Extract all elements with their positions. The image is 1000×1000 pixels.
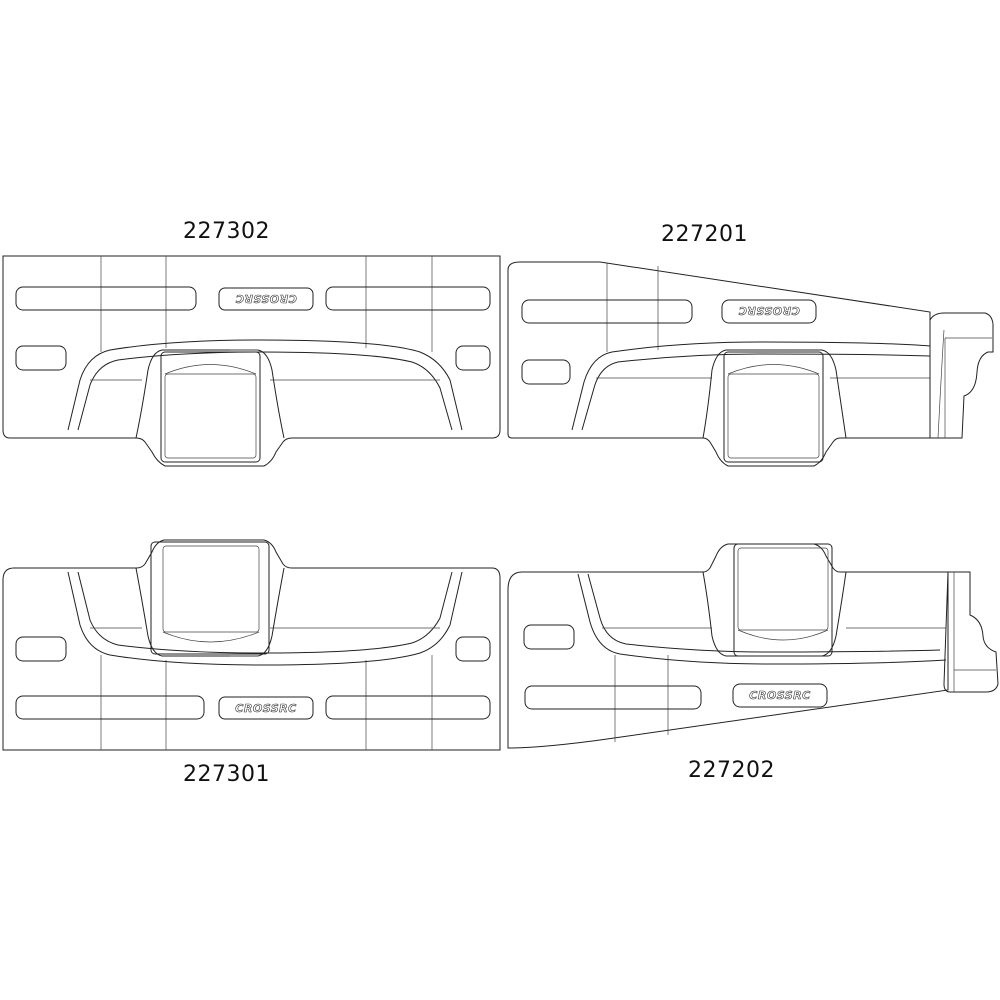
crossrc-logo: CROSSRC: [738, 304, 799, 317]
crossrc-logo: CROSSRC: [235, 292, 296, 305]
part-number-227302: 227302: [183, 219, 270, 244]
crossrc-logo: CROSSRC: [235, 702, 296, 715]
part-227301-drawing: CROSSRC: [2, 539, 501, 751]
crossrc-logo: CROSSRC: [749, 689, 810, 702]
part-number-227201: 227201: [661, 222, 748, 247]
part-number-227202: 227202: [688, 758, 775, 783]
part-number-227301: 227301: [183, 762, 270, 787]
part-227302-drawing: CROSSRC: [2, 255, 501, 467]
part-227201-drawing: CROSSRC: [507, 261, 994, 467]
part-227202-drawing: CROSSRC: [507, 543, 999, 749]
